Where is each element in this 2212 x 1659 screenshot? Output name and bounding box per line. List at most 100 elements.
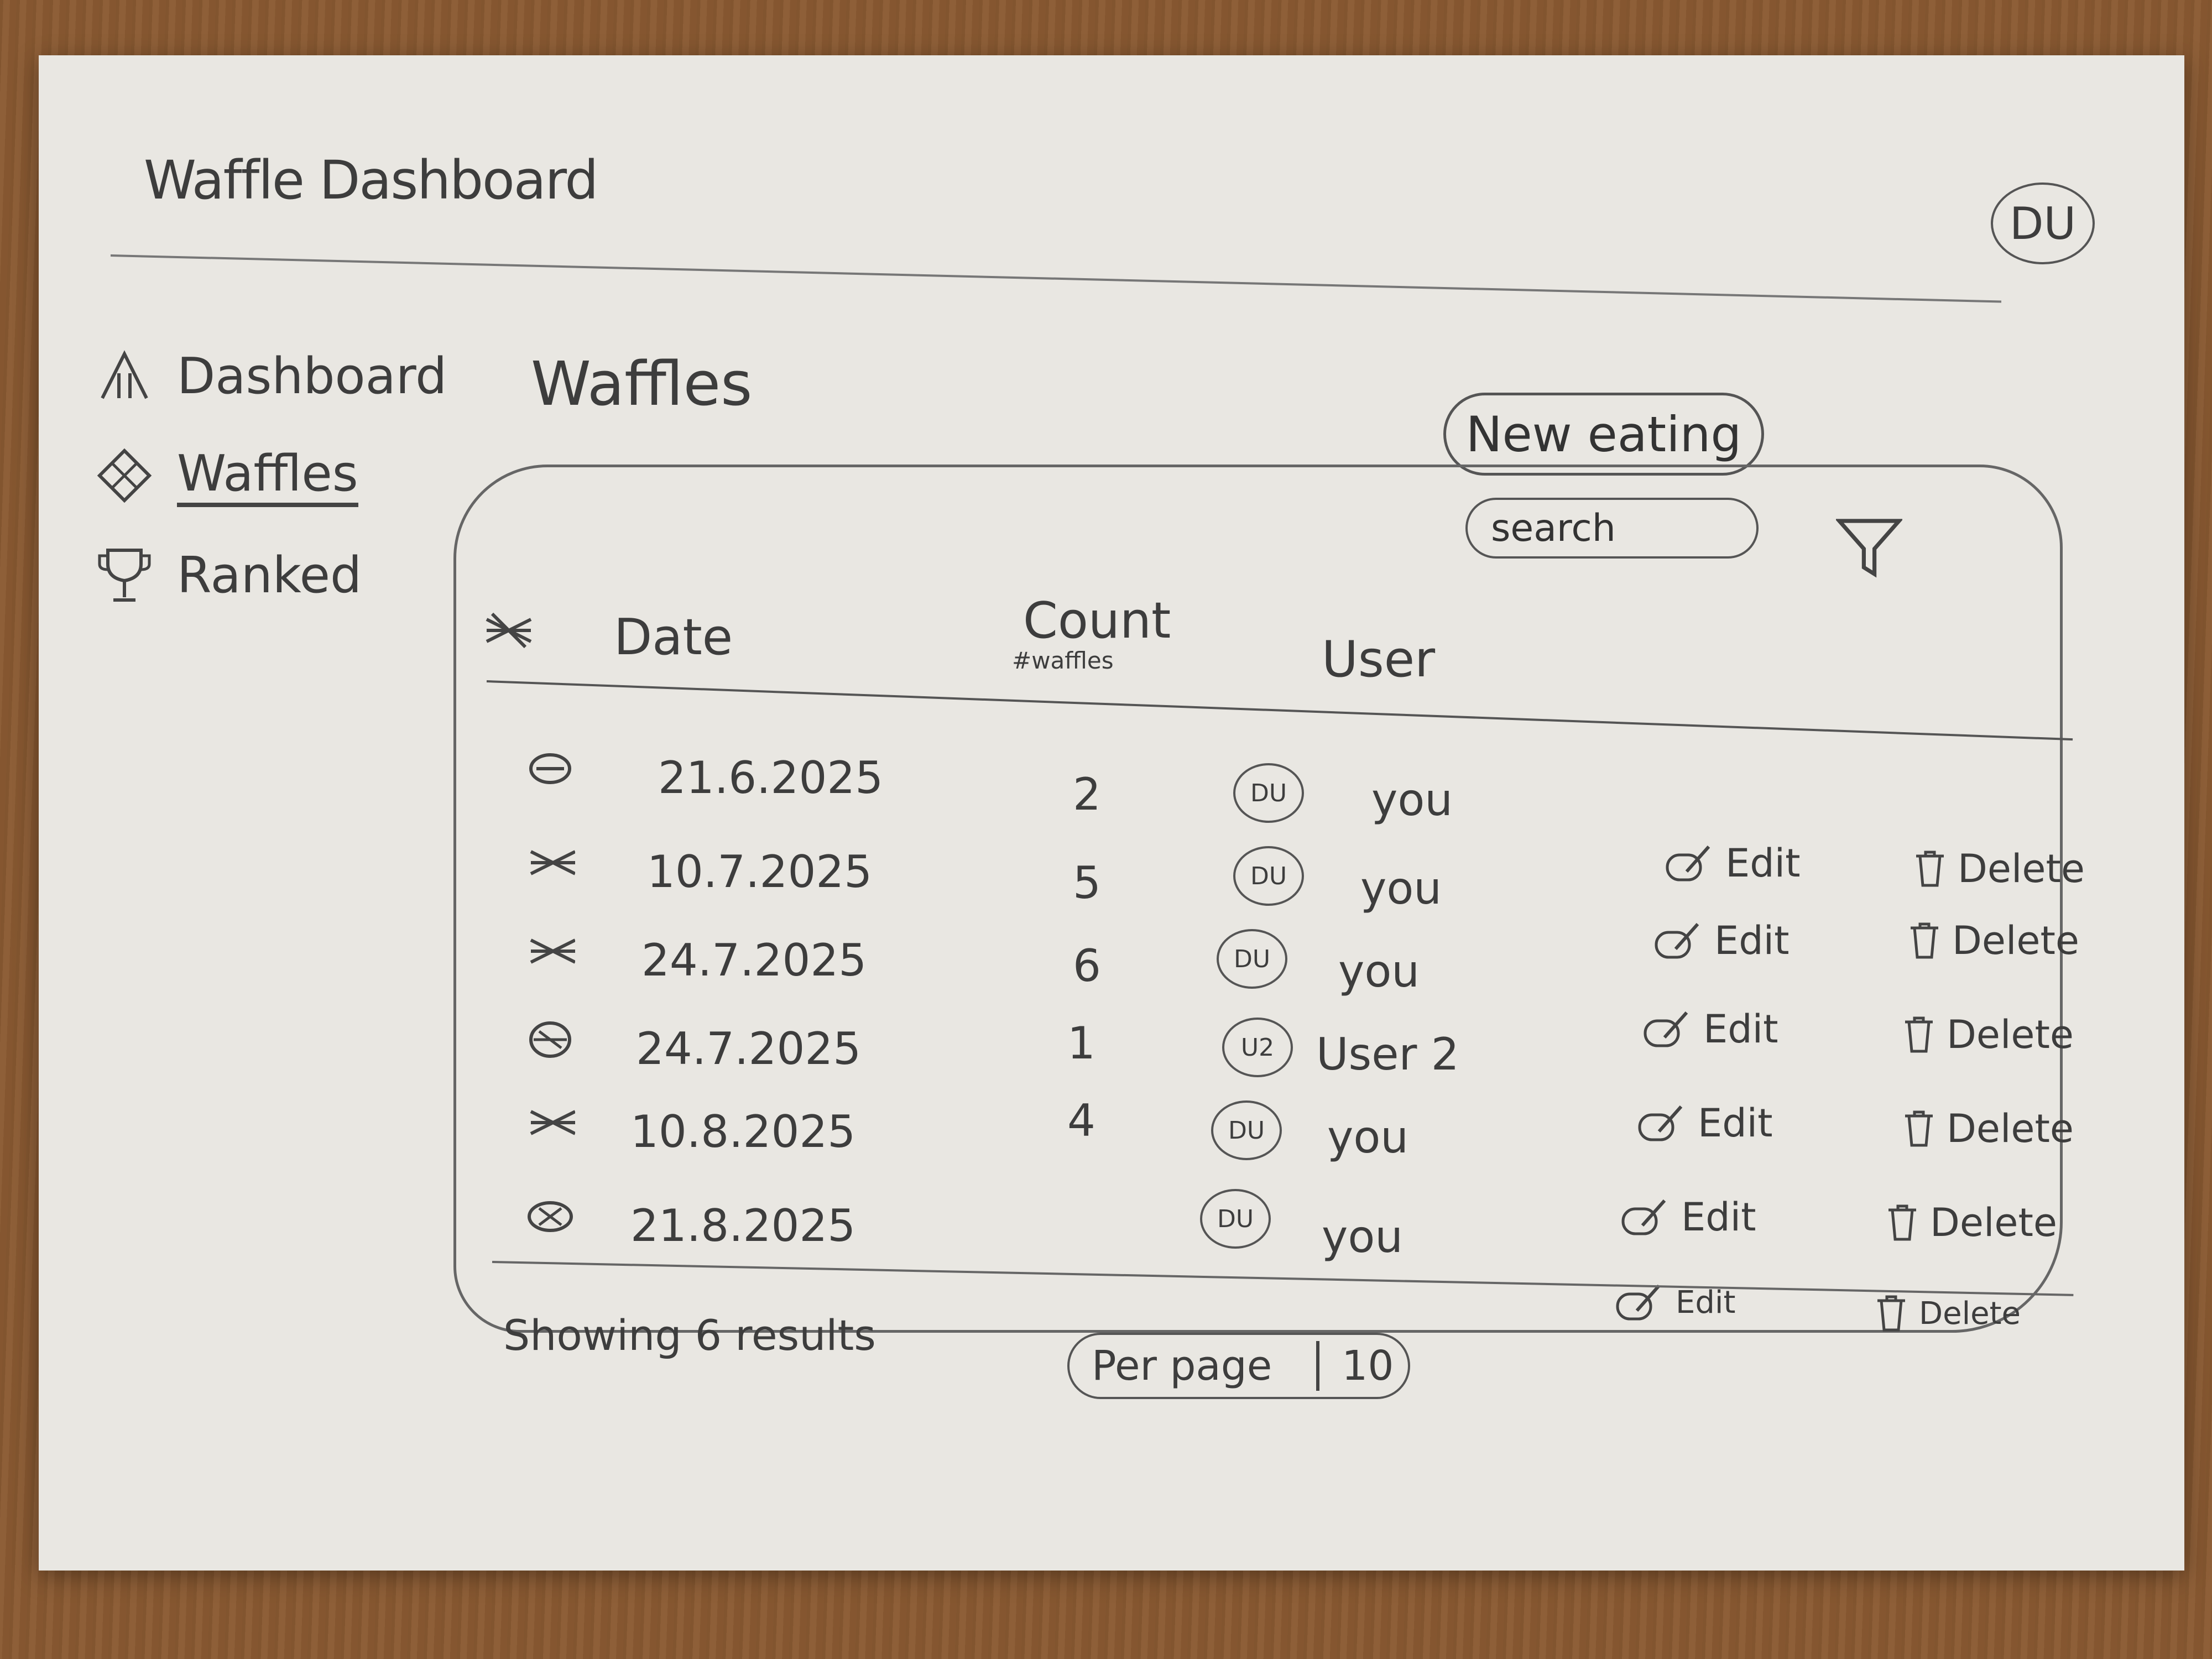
date-cell: 10.7.2025 bbox=[647, 846, 873, 898]
date-cell: 21.6.2025 bbox=[658, 752, 884, 804]
sidebar-item-label: Dashboard bbox=[177, 347, 447, 405]
delete-button[interactable]: Delete bbox=[1908, 918, 2079, 963]
table-row[interactable]: 10.7.2025 5 DU you Edit Delete bbox=[514, 835, 2079, 963]
column-header-count[interactable]: Count bbox=[1023, 592, 1171, 650]
trash-icon bbox=[1916, 851, 1944, 887]
delete-label: Delete bbox=[1947, 1106, 2074, 1151]
row-select-icon[interactable] bbox=[525, 1018, 575, 1062]
header-divider bbox=[110, 254, 2002, 303]
search-input[interactable] bbox=[1490, 505, 1724, 551]
user-cell: you bbox=[1322, 1211, 1403, 1262]
edit-button[interactable]: Edit bbox=[1615, 1283, 1735, 1322]
sidebar-nav: Dashboard Waffles Ranked bbox=[94, 343, 447, 641]
delete-button[interactable]: Delete bbox=[1902, 1012, 2074, 1057]
column-header-user[interactable]: User bbox=[1322, 630, 1436, 688]
table-row[interactable]: 10.8.2025 4 DU you Edit Delete bbox=[514, 1095, 2063, 1245]
avatar: DU bbox=[1217, 929, 1287, 989]
trash-icon bbox=[1888, 1204, 1916, 1241]
row-select-icon[interactable] bbox=[525, 1100, 575, 1145]
per-page-label: Per page bbox=[1092, 1342, 1272, 1390]
count-cell: 2 bbox=[1073, 769, 1101, 820]
sidebar-item-ranked[interactable]: Ranked bbox=[94, 542, 447, 608]
edit-icon bbox=[1616, 1285, 1661, 1321]
paper-sheet: Waffle Dashboard DU Dashboard Waffles Ra… bbox=[39, 55, 2184, 1571]
results-count: Showing 6 results bbox=[503, 1311, 876, 1360]
user-avatar[interactable]: DU bbox=[1991, 182, 2095, 264]
count-cell: 6 bbox=[1073, 940, 1101, 992]
edit-icon bbox=[1655, 923, 1699, 959]
count-cell: 4 bbox=[1067, 1095, 1095, 1146]
edit-label: Edit bbox=[1714, 918, 1790, 963]
edit-button[interactable]: Edit bbox=[1665, 841, 1801, 886]
row-select-icon[interactable] bbox=[525, 841, 575, 885]
per-page-value: 10 bbox=[1342, 1342, 1394, 1390]
waffle-icon bbox=[94, 445, 155, 506]
per-page-separator bbox=[1316, 1341, 1320, 1391]
avatar: DU bbox=[1233, 763, 1304, 823]
edit-button[interactable]: Edit bbox=[1642, 1006, 1778, 1052]
filter-icon[interactable] bbox=[1836, 514, 1902, 581]
row-select-icon[interactable] bbox=[525, 929, 575, 973]
column-header-date[interactable]: Date bbox=[614, 608, 733, 666]
delete-label: Delete bbox=[1947, 1012, 2074, 1057]
edit-icon bbox=[1638, 1105, 1683, 1141]
dashboard-icon bbox=[94, 346, 155, 406]
page-title: Waffles bbox=[531, 348, 753, 419]
edit-button[interactable]: Edit bbox=[1620, 1194, 1756, 1240]
select-all-icon[interactable] bbox=[481, 608, 536, 653]
edit-label: Edit bbox=[1698, 1100, 1773, 1146]
edit-label: Edit bbox=[1703, 1006, 1778, 1052]
trash-icon bbox=[1905, 1110, 1933, 1147]
trash-icon bbox=[1911, 922, 1938, 959]
trash-icon bbox=[1877, 1295, 1905, 1332]
delete-button[interactable]: Delete bbox=[1886, 1200, 2057, 1245]
date-cell: 21.8.2025 bbox=[630, 1200, 856, 1251]
delete-label: Delete bbox=[1930, 1200, 2057, 1245]
user-cell: you bbox=[1327, 1112, 1408, 1163]
count-cell: 1 bbox=[1067, 1018, 1095, 1069]
trash-icon bbox=[1905, 1016, 1933, 1053]
table-header: Date Count #waffles User bbox=[481, 586, 2030, 697]
delete-label: Delete bbox=[1919, 1295, 2021, 1332]
edit-label: Edit bbox=[1725, 841, 1801, 886]
per-page-select[interactable]: Per page 10 bbox=[1067, 1333, 1410, 1399]
table-row[interactable]: 24.7.2025 1 U2 User 2 Edit Delete bbox=[514, 1012, 2074, 1151]
row-select-icon[interactable] bbox=[525, 1194, 575, 1239]
date-cell: 10.8.2025 bbox=[630, 1106, 856, 1157]
user-cell: you bbox=[1371, 774, 1453, 826]
edit-icon bbox=[1644, 1011, 1688, 1047]
delete-label: Delete bbox=[1952, 918, 2079, 963]
sidebar-item-label: Waffles bbox=[177, 445, 358, 507]
table-row[interactable]: 21.8.2025 DU you Edit Delete bbox=[514, 1189, 2063, 1332]
avatar: DU bbox=[1233, 846, 1304, 906]
user-cell: User 2 bbox=[1316, 1029, 1459, 1080]
user-cell: you bbox=[1360, 863, 1442, 914]
sidebar-item-dashboard[interactable]: Dashboard bbox=[94, 343, 447, 409]
date-cell: 24.7.2025 bbox=[641, 935, 867, 986]
edit-label: Edit bbox=[1681, 1194, 1756, 1240]
app-title: Waffle Dashboard bbox=[144, 149, 598, 211]
sidebar-item-label: Ranked bbox=[177, 546, 362, 604]
count-cell: 5 bbox=[1073, 857, 1101, 909]
delete-label: Delete bbox=[1958, 846, 2085, 891]
edit-icon bbox=[1666, 846, 1710, 881]
sidebar-item-waffles[interactable]: Waffles bbox=[94, 442, 447, 509]
avatar: U2 bbox=[1222, 1018, 1293, 1077]
delete-button[interactable]: Delete bbox=[1902, 1106, 2074, 1151]
avatar: DU bbox=[1211, 1100, 1282, 1160]
trophy-icon bbox=[94, 545, 155, 606]
edit-label: Edit bbox=[1676, 1284, 1736, 1321]
table-row[interactable]: 24.7.2025 6 DU you Edit Delete bbox=[514, 924, 2074, 1057]
edit-icon bbox=[1621, 1199, 1666, 1235]
edit-button[interactable]: Edit bbox=[1653, 918, 1790, 963]
new-eating-button[interactable]: New eating bbox=[1443, 393, 1764, 476]
delete-button[interactable]: Delete bbox=[1875, 1294, 2021, 1333]
edit-button[interactable]: Edit bbox=[1637, 1100, 1773, 1146]
waffles-table-card bbox=[453, 465, 2063, 1333]
table-row[interactable]: 21.6.2025 2 DU you Edit Delete bbox=[514, 741, 2085, 891]
date-cell: 24.7.2025 bbox=[636, 1023, 862, 1074]
delete-button[interactable]: Delete bbox=[1913, 846, 2085, 891]
row-select-icon[interactable] bbox=[525, 747, 575, 791]
search-box[interactable] bbox=[1465, 498, 1759, 559]
column-header-count-sub: #waffles bbox=[1012, 647, 1114, 674]
